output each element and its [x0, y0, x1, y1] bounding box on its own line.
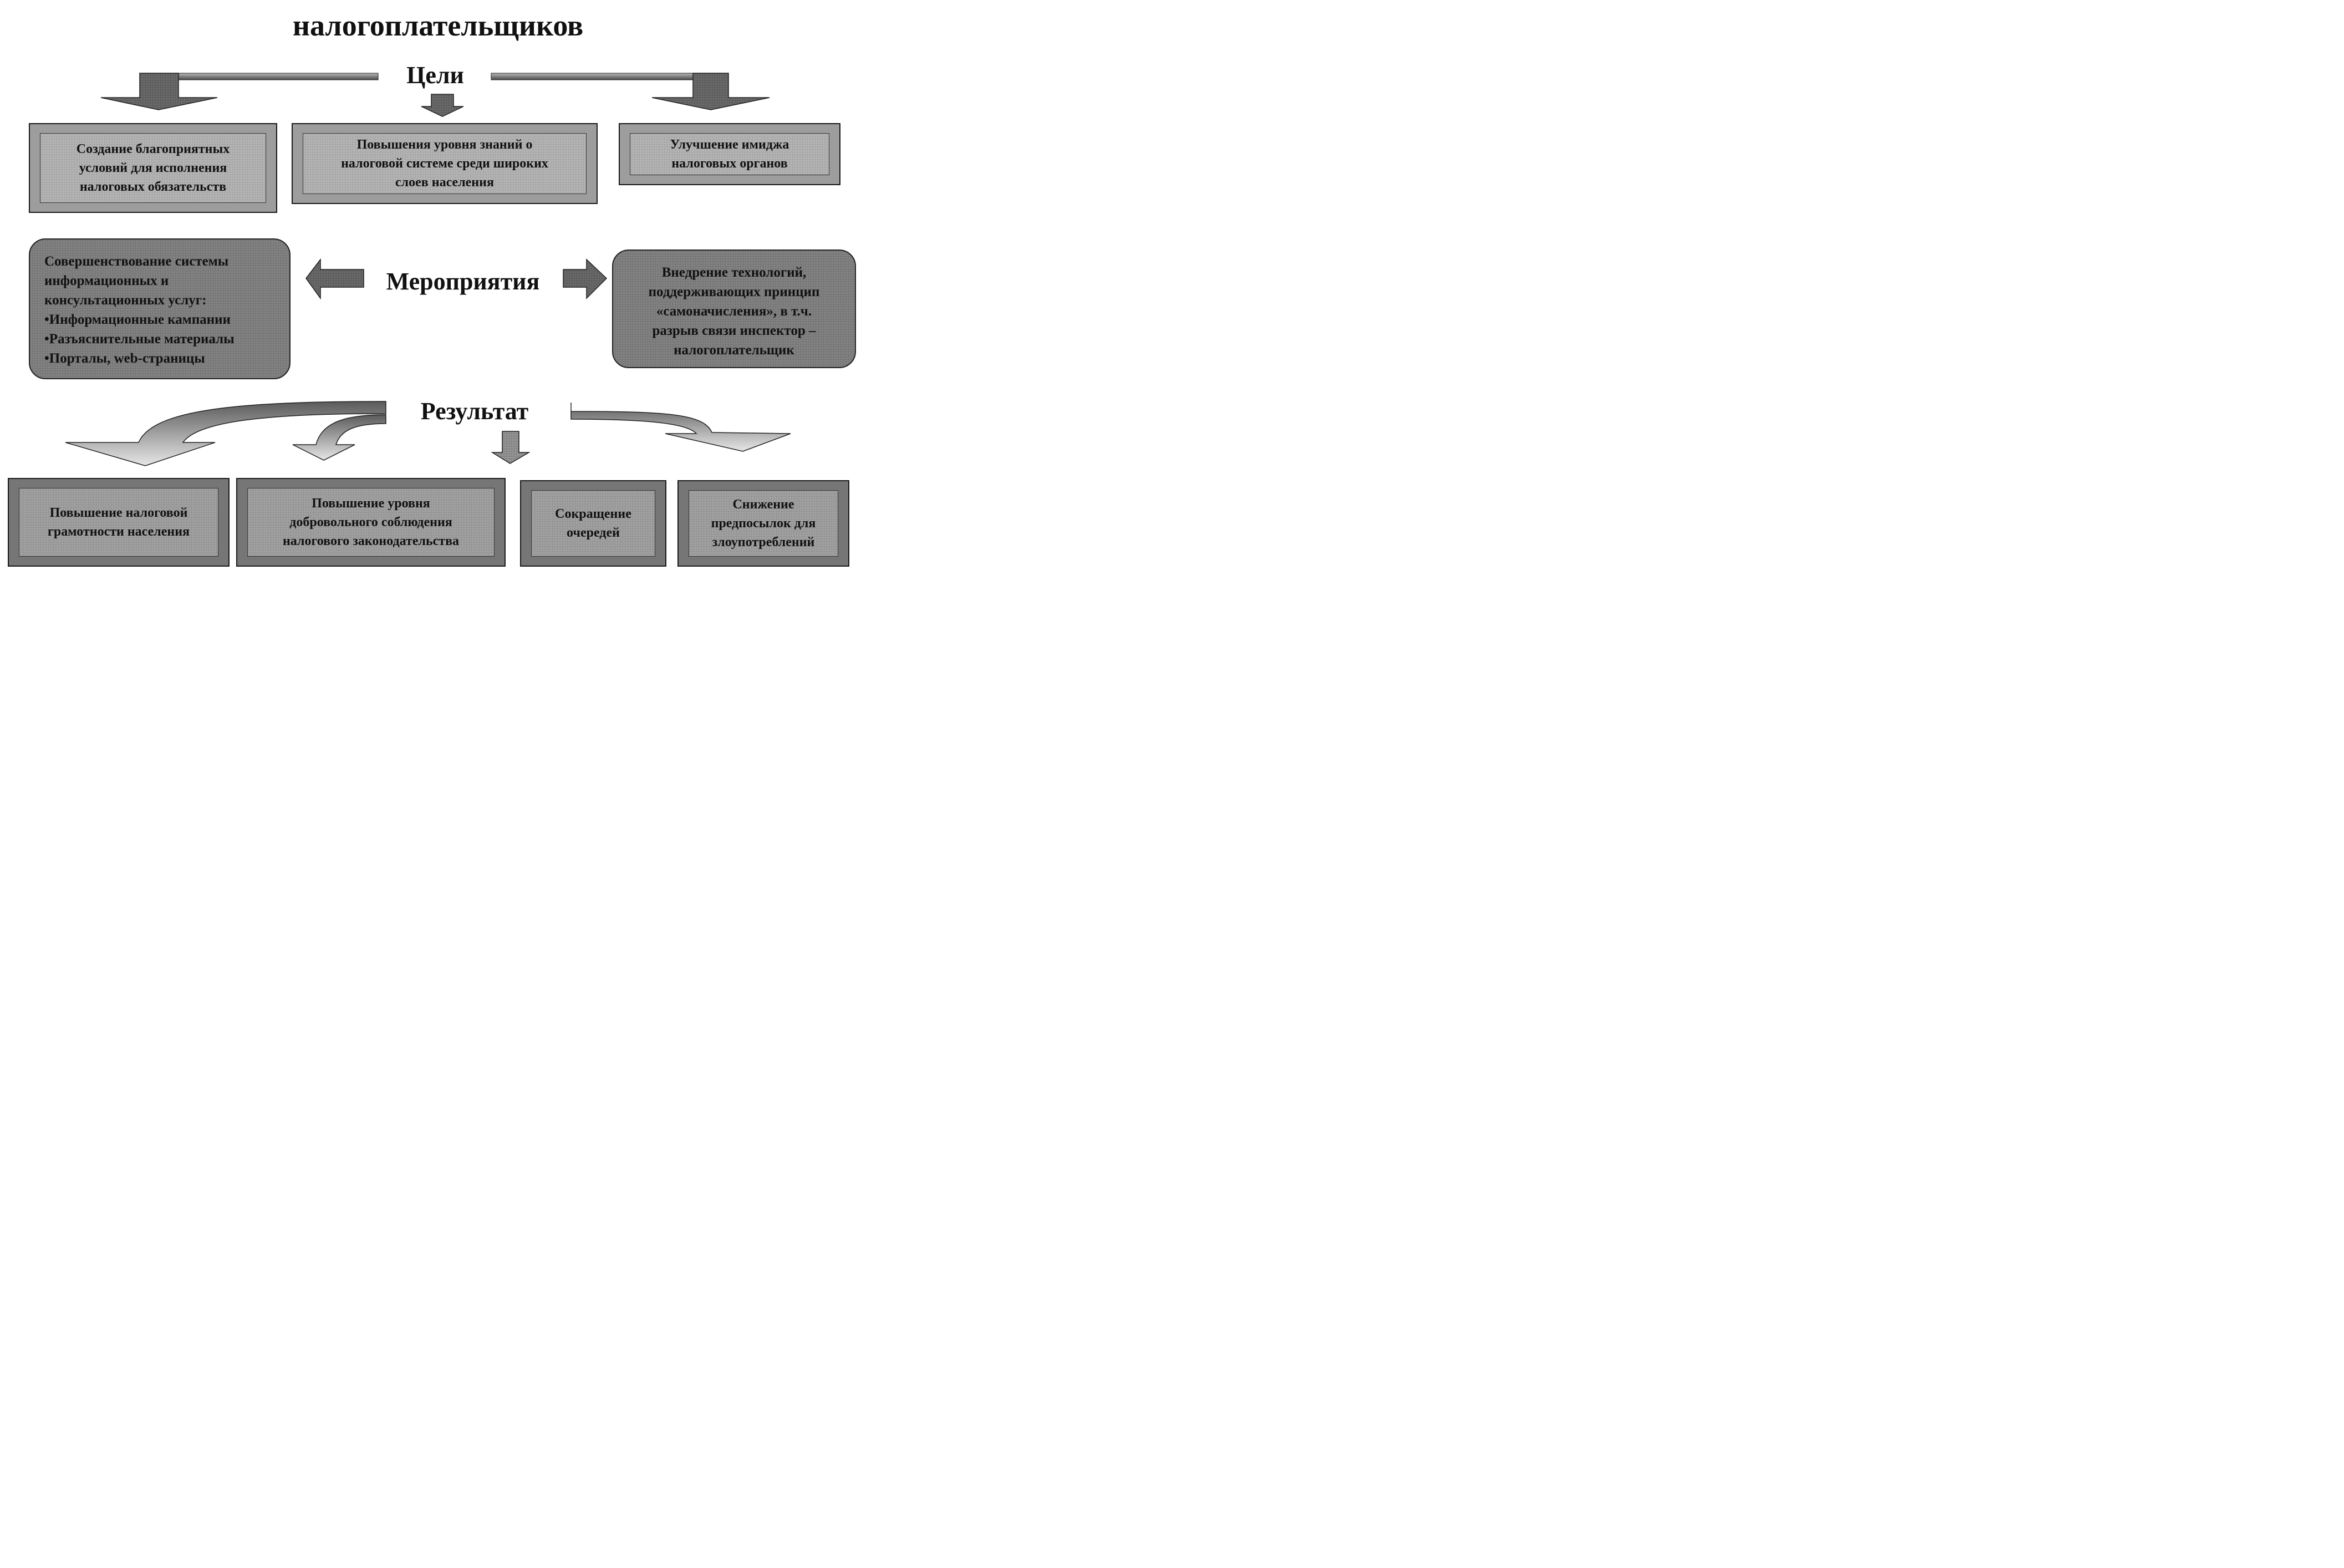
result-box-abuse-prevention: Снижение предпосылок для злоупотреблений: [677, 480, 849, 567]
measure-box-self-assessment: Внедрение технологий, поддерживающих при…: [612, 250, 856, 368]
result-text-line: злоупотреблений: [712, 535, 815, 549]
result-text-line: Снижение: [732, 497, 794, 512]
measure-text-line: информационных и: [44, 273, 169, 288]
goals-heading: Цели: [406, 62, 464, 89]
goal-text-line: налоговых обязательств: [79, 180, 227, 194]
measure-text-line: консультационных услуг:: [44, 293, 207, 308]
measures-right-arrow: [563, 258, 608, 299]
goal-text-line: слоев населения: [395, 175, 494, 190]
measure-text-line: Совершенствование системы: [44, 254, 229, 269]
result-box-shorter-queues: Сокращение очередей: [520, 480, 666, 567]
result-text-line: очередей: [567, 526, 620, 540]
result-text-line: грамотности населения: [47, 525, 190, 539]
goal-box-favorable-conditions: Создание благоприятных условий для испол…: [29, 123, 277, 213]
measure-bullet-item: •Разъяснительные материалы: [44, 332, 235, 347]
results-mid-curved-arrow: [292, 414, 386, 461]
goal-text-line: условий для исполнения: [79, 161, 227, 175]
measure-text-line: Внедрение технологий,: [661, 265, 807, 280]
measures-left-arrow: [305, 258, 364, 300]
result-box-tax-literacy: Повышение налоговой грамотности населени…: [8, 478, 230, 567]
goal-text-line: Повышения уровня знаний о: [356, 138, 533, 152]
result-text-line: добровольного соблюдения: [289, 515, 452, 530]
results-center-arrow: [491, 431, 531, 464]
measure-text-line: налогоплательщик: [674, 343, 794, 358]
result-text-line: Повышение налоговой: [49, 506, 188, 520]
measure-bullet-item: •Порталы, web-страницы: [44, 351, 205, 366]
measure-text-line: поддерживающих принцип: [648, 284, 820, 299]
measure-text-line: «самоначисления», в т.ч.: [656, 304, 812, 319]
goals-center-arrow: [421, 94, 464, 117]
result-text-line: Сокращение: [555, 507, 631, 521]
measures-heading: Мероприятия: [386, 268, 540, 295]
result-text-line: Повышение уровня: [312, 496, 430, 511]
diagram-title: налогоплательщиков: [292, 9, 584, 42]
results-heading: Результат: [420, 398, 529, 425]
goal-text-line: налоговой системе среди широких: [341, 156, 548, 171]
goal-text-line: налоговых органов: [671, 156, 788, 171]
goal-box-image-improvement: Улучшение имиджа налоговых органов: [619, 123, 840, 185]
results-left-curved-arrow: [65, 401, 386, 466]
goal-text-line: Создание благоприятных: [76, 142, 230, 156]
goal-box-knowledge-level: Повышения уровня знаний о налоговой сист…: [292, 123, 598, 204]
goals-left-arrow: [100, 73, 379, 110]
goal-text-line: Улучшение имиджа: [670, 138, 789, 152]
connector-arrows: [65, 73, 791, 466]
results-right-curved-arrow: [570, 403, 791, 452]
result-text-line: предпосылок для: [711, 516, 816, 531]
goals-right-arrow: [491, 73, 770, 110]
result-text-line: налогового законодательства: [282, 534, 460, 548]
measure-bullet-item: •Информационные кампании: [44, 312, 231, 327]
measure-box-information-services: Совершенствование системы информационных…: [29, 238, 291, 379]
result-box-voluntary-compliance: Повышение уровня добровольного соблюдени…: [236, 478, 506, 567]
measure-text-line: разрыв связи инспектор –: [652, 323, 816, 338]
